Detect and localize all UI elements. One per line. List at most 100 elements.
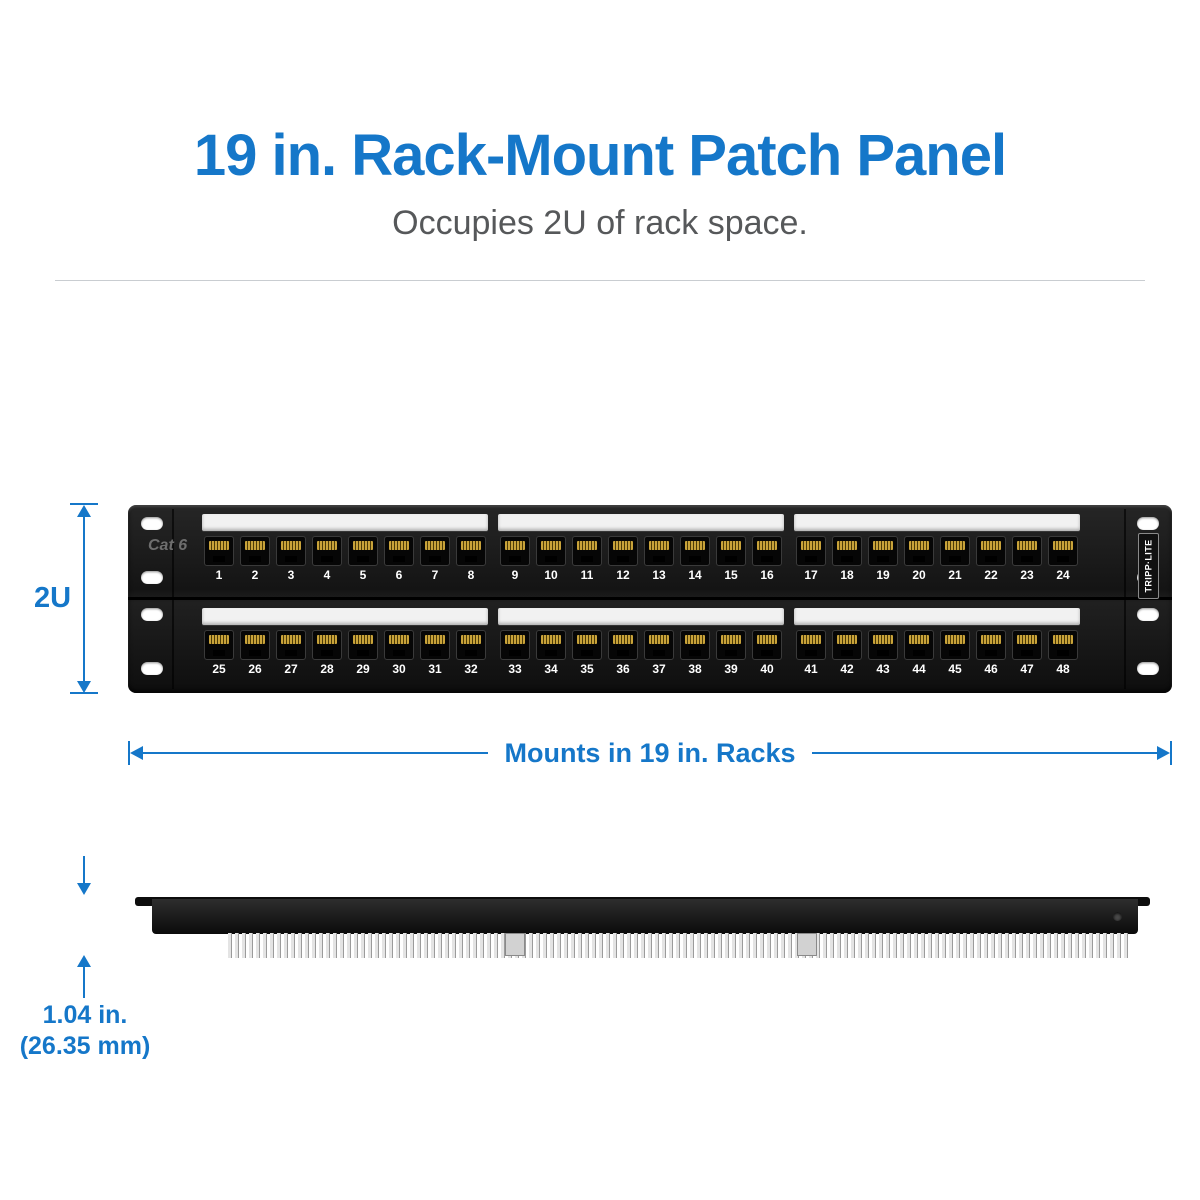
rj45-jack-icon [312,536,342,566]
port-1: 1 [204,536,234,595]
port-48: 48 [1048,630,1078,689]
ear-groove-right [1124,509,1126,689]
port-number: 46 [984,662,998,676]
patch-panel-side-view [152,899,1138,934]
label-strip [794,608,1080,625]
arrow-down-icon [77,883,91,895]
port-number: 48 [1056,662,1070,676]
rj45-jack-icon [832,536,862,566]
rj45-jack-icon [348,630,378,660]
port-25: 25 [204,630,234,689]
arrow-right-icon [1157,746,1171,760]
port-number: 21 [948,568,962,582]
punchdown-block-pins [228,933,1130,958]
port-number: 4 [323,568,331,582]
port-6: 6 [384,536,414,595]
mounting-hole [141,662,163,675]
port-41: 41 [796,630,826,689]
port-40: 40 [752,630,782,689]
dimension-cap-left [128,741,130,765]
port-number: 2 [251,568,259,582]
port-3: 3 [276,536,306,595]
rj45-jack-icon [500,630,530,660]
port-number: 39 [724,662,738,676]
brand-logo: TRIPP·LITE [1138,533,1159,599]
rj45-jack-icon [644,630,674,660]
port-36: 36 [608,630,638,689]
rj45-jack-icon [312,630,342,660]
punchdown-clip [505,933,525,956]
port-number: 34 [544,662,558,676]
rj45-jack-icon [456,630,486,660]
rj45-jack-icon [680,630,710,660]
rj45-jack-icon [716,630,746,660]
port-10: 10 [536,536,566,595]
port-43: 43 [868,630,898,689]
port-number: 10 [544,568,558,582]
rj45-jack-icon [572,536,602,566]
port-number: 3 [287,568,295,582]
rj45-jack-icon [420,630,450,660]
punchdown-clip [797,933,817,956]
port-number: 18 [840,568,854,582]
page-subtitle: Occupies 2U of rack space. [392,204,808,242]
arrow-left-icon [130,746,143,760]
port-7: 7 [420,536,450,595]
rj45-jack-icon [384,630,414,660]
port-21: 21 [940,536,970,595]
port-number: 15 [724,568,738,582]
port-44: 44 [904,630,934,689]
rj45-jack-icon [456,536,486,566]
rj45-jack-icon [608,536,638,566]
port-18: 18 [832,536,862,595]
port-number: 47 [1020,662,1034,676]
port-number: 19 [876,568,890,582]
port-27: 27 [276,630,306,689]
port-number: 24 [1056,568,1070,582]
rj45-jack-icon [204,536,234,566]
port-number: 44 [912,662,926,676]
port-number: 9 [511,568,519,582]
dimension-cap-bottom [70,692,98,694]
rj45-jack-icon [608,630,638,660]
category-label: Cat 6 [148,537,188,554]
rj45-jack-icon [384,536,414,566]
port-number: 13 [652,568,666,582]
port-33: 33 [500,630,530,689]
rj45-jack-icon [240,536,270,566]
port-17: 17 [796,536,826,595]
port-47: 47 [1012,630,1042,689]
divider [55,280,1145,281]
port-32: 32 [456,630,486,689]
rj45-jack-icon [680,536,710,566]
port-number: 40 [760,662,774,676]
port-15: 15 [716,536,746,595]
rj45-jack-icon [796,536,826,566]
dimension-cap-top [70,503,98,505]
port-number: 7 [431,568,439,582]
port-14: 14 [680,536,710,595]
mounting-hole [1137,608,1159,621]
port-number: 37 [652,662,666,676]
label-strip [498,608,784,625]
rj45-jack-icon [204,630,234,660]
port-number: 11 [580,568,594,582]
rj45-jack-icon [976,630,1006,660]
rj45-jack-icon [500,536,530,566]
port-number: 33 [508,662,522,676]
page-title: 19 in. Rack-Mount Patch Panel [193,123,1007,188]
panel-seam [128,597,1172,600]
port-13: 13 [644,536,674,595]
rj45-jack-icon [420,536,450,566]
depth-dimension-label: 1.04 in. (26.35 mm) [2,1000,168,1063]
rj45-jack-icon [348,536,378,566]
mounting-hole [141,608,163,621]
